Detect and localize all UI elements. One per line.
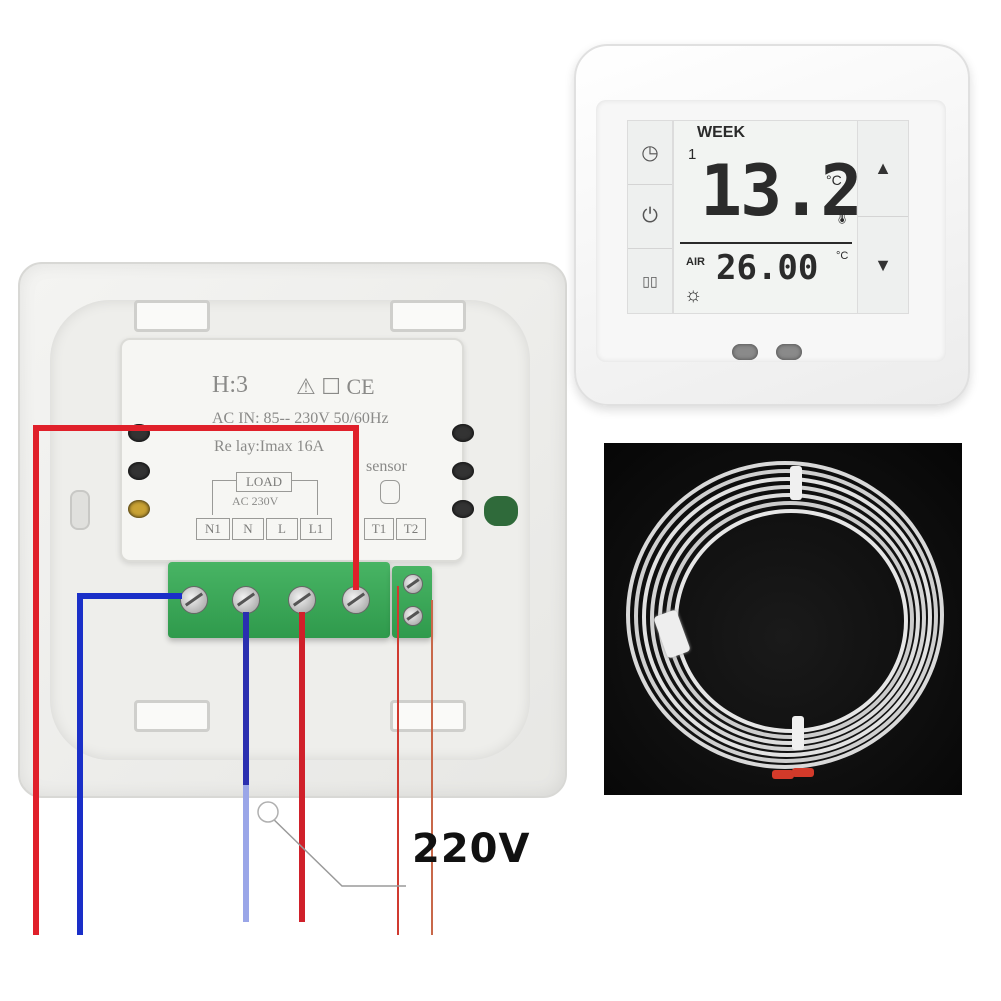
cable-coil bbox=[626, 461, 944, 769]
cable-coil bbox=[634, 469, 938, 763]
terminal-screw-t2 bbox=[403, 606, 423, 626]
power-button[interactable]: ⏻ bbox=[628, 185, 672, 249]
terminal-label-l: L bbox=[266, 518, 298, 540]
clock-button[interactable]: ◷ bbox=[628, 121, 672, 185]
terminal-label-n: N bbox=[232, 518, 264, 540]
mounting-slot bbox=[390, 700, 466, 732]
air-label: AIR bbox=[686, 256, 705, 268]
set-temp-unit: °C bbox=[826, 172, 842, 188]
mounting-hole bbox=[484, 496, 518, 526]
terminal-screw-n1 bbox=[180, 586, 208, 614]
program-button[interactable]: ▯▯ bbox=[628, 249, 672, 313]
down-arrow-icon: ▼ bbox=[874, 254, 892, 275]
cable-tie bbox=[792, 716, 804, 750]
sensor-symbol bbox=[380, 480, 400, 504]
certification-marks: ⚠ ☐ CE bbox=[296, 374, 375, 399]
terminal-screw-l1 bbox=[342, 586, 370, 614]
terminal-screw-t1 bbox=[403, 574, 423, 594]
thermometer-icon: 🌡 bbox=[832, 208, 853, 225]
vent-hole bbox=[128, 500, 150, 518]
terminal-label-n1: N1 bbox=[196, 518, 230, 540]
mounting-slot bbox=[134, 300, 210, 332]
temp-up-button[interactable]: ▲ bbox=[858, 121, 908, 217]
vent-grill bbox=[776, 344, 802, 360]
label-callout-line bbox=[265, 811, 406, 887]
cable-tie bbox=[790, 466, 802, 500]
week-label: WEEK bbox=[697, 124, 745, 141]
thermostat-lcd bbox=[673, 120, 859, 314]
cable-coil bbox=[674, 509, 908, 733]
blue-wire-n1 bbox=[77, 593, 182, 935]
temp-down-button[interactable]: ▼ bbox=[858, 217, 908, 313]
wire-end-red bbox=[772, 770, 794, 779]
terminal-label-t2: T2 bbox=[396, 518, 426, 540]
mounting-slot bbox=[134, 700, 210, 732]
lcd-divider bbox=[680, 242, 852, 244]
clock-icon: ◷ bbox=[641, 142, 659, 164]
thermostat-left-buttons: ◷ ⏻ ▯▯ bbox=[627, 120, 673, 314]
relay-spec: Re lay:Imax 16A bbox=[214, 438, 325, 455]
model-label: H:3 bbox=[212, 372, 248, 398]
wire-end-red bbox=[792, 768, 814, 777]
terminal-screw-n bbox=[232, 586, 260, 614]
air-temp-unit: °C bbox=[836, 250, 849, 262]
vent-hole bbox=[452, 462, 474, 480]
vent-hole bbox=[452, 500, 474, 518]
sensor-label: sensor bbox=[366, 458, 407, 475]
vent-hole bbox=[452, 424, 474, 442]
red-wire-l1 bbox=[33, 425, 359, 935]
label-callout-dot bbox=[257, 801, 279, 823]
cable-coil bbox=[650, 485, 926, 751]
thermostat-right-buttons: ▲ ▼ bbox=[857, 120, 909, 314]
mounting-slot bbox=[390, 300, 466, 332]
ac-input-spec: AC IN: 85-- 230V 50/60Hz bbox=[212, 410, 389, 427]
vent-grill bbox=[732, 344, 758, 360]
vent-hole bbox=[128, 462, 150, 480]
load-voltage: AC 230V bbox=[232, 494, 279, 508]
power-icon: ⏻ bbox=[642, 205, 658, 227]
voltage-label: 220V bbox=[412, 826, 531, 872]
day-number: 1 bbox=[688, 146, 697, 163]
load-title: LOAD bbox=[236, 472, 292, 492]
set-temperature: 13.2 bbox=[700, 150, 863, 232]
terminal-label-t1: T1 bbox=[364, 518, 394, 540]
cable-coil bbox=[642, 477, 932, 757]
terminal-label-l1: L1 bbox=[300, 518, 332, 540]
air-temperature: 26.00 bbox=[716, 248, 819, 288]
terminal-screw-l bbox=[288, 586, 316, 614]
up-arrow-icon: ▲ bbox=[874, 158, 892, 178]
book-icon: ▯▯ bbox=[642, 272, 658, 289]
sun-icon: ☼ bbox=[684, 284, 703, 306]
mounting-hole bbox=[70, 490, 90, 530]
